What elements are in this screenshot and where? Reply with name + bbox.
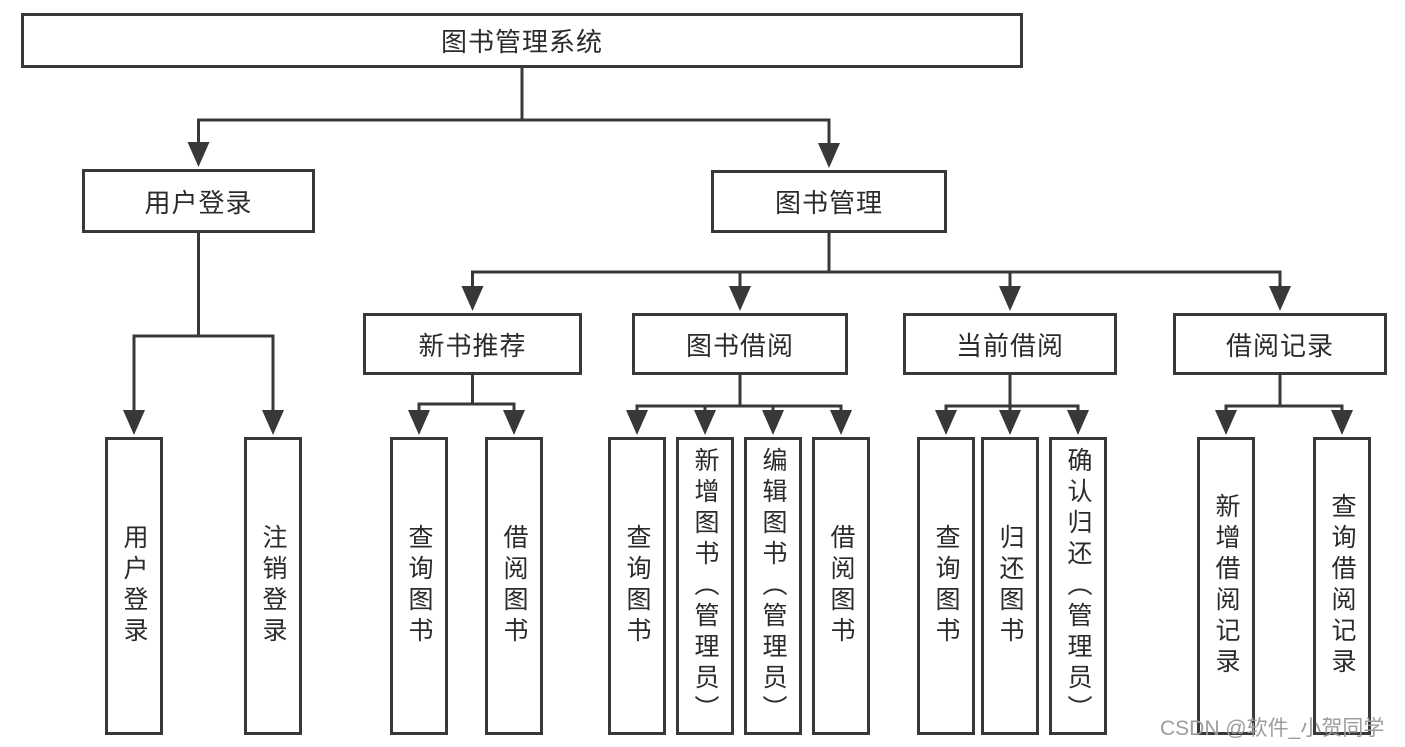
node-book-mgmt: 图书管理 bbox=[711, 170, 947, 233]
node-leaf-return-book: 归还图书 bbox=[981, 437, 1039, 735]
node-label: 借阅图书 bbox=[500, 524, 528, 648]
node-label: 新增借阅记录 bbox=[1212, 493, 1240, 679]
node-current-borrow: 当前借阅 bbox=[903, 313, 1117, 375]
arrowhead-icon bbox=[1067, 410, 1089, 435]
arrowhead-icon bbox=[461, 286, 484, 311]
arrowhead-icon bbox=[503, 410, 525, 435]
node-label: 借阅图书 bbox=[827, 524, 855, 648]
node-label: 查询图书 bbox=[623, 524, 651, 648]
node-leaf-query-book-borrow: 查询图书 bbox=[608, 437, 666, 735]
arrowhead-icon bbox=[408, 410, 430, 435]
node-label: 图书借阅 bbox=[685, 330, 794, 361]
node-label: 确认归还（管理员） bbox=[1064, 446, 1092, 726]
arrowhead-icon bbox=[830, 410, 852, 435]
node-leaf-borrow-book-rec: 借阅图书 bbox=[485, 437, 543, 735]
arrowhead-icon bbox=[123, 410, 145, 435]
node-leaf-edit-book-admin: 编辑图书（管理员） bbox=[744, 437, 802, 735]
node-book-borrow: 图书借阅 bbox=[632, 313, 848, 375]
node-leaf-borrow-book-2: 借阅图书 bbox=[812, 437, 870, 735]
node-leaf-query-borrow-record: 查询借阅记录 bbox=[1313, 437, 1371, 735]
node-root: 图书管理系统 bbox=[21, 13, 1023, 68]
arrowhead-icon bbox=[1215, 410, 1237, 435]
node-label: 借阅记录 bbox=[1225, 330, 1334, 361]
node-leaf-user-login: 用户登录 bbox=[105, 437, 163, 735]
node-label: 新增图书（管理员） bbox=[691, 446, 719, 726]
node-label: 图书管理系统 bbox=[440, 27, 603, 57]
node-leaf-query-book-rec: 查询图书 bbox=[390, 437, 448, 735]
arrowhead-icon bbox=[999, 410, 1021, 435]
node-label: 当前借阅 bbox=[955, 330, 1064, 361]
arrowhead-icon bbox=[818, 143, 840, 168]
node-label: 新书推荐 bbox=[418, 330, 527, 361]
arrowhead-icon bbox=[999, 286, 1021, 311]
arrowhead-icon bbox=[729, 286, 751, 311]
arrowhead-icon bbox=[694, 410, 716, 435]
node-label: 用户登录 bbox=[144, 187, 253, 218]
arrowhead-icon bbox=[935, 410, 957, 435]
node-label: 查询图书 bbox=[932, 524, 960, 648]
arrowhead-icon bbox=[1269, 286, 1291, 311]
node-leaf-query-book-current: 查询图书 bbox=[917, 437, 975, 735]
arrowhead-icon bbox=[262, 410, 284, 435]
node-leaf-confirm-return-admin: 确认归还（管理员） bbox=[1049, 437, 1107, 735]
node-leaf-logout: 注销登录 bbox=[244, 437, 302, 735]
watermark: CSDN @软件_小贺同学 bbox=[1160, 717, 1385, 740]
node-leaf-add-book-admin: 新增图书（管理员） bbox=[676, 437, 734, 735]
node-new-book-rec: 新书推荐 bbox=[363, 313, 582, 375]
node-borrow-record: 借阅记录 bbox=[1173, 313, 1387, 375]
node-label: 查询图书 bbox=[405, 524, 433, 648]
node-label: 注销登录 bbox=[259, 524, 287, 648]
arrowhead-icon bbox=[1331, 410, 1353, 435]
node-user-login: 用户登录 bbox=[82, 169, 315, 233]
node-label: 归还图书 bbox=[996, 524, 1024, 648]
arrowhead-icon bbox=[762, 410, 784, 435]
node-label: 图书管理 bbox=[774, 188, 883, 218]
node-label: 用户登录 bbox=[120, 524, 148, 648]
arrowhead-icon bbox=[187, 142, 210, 167]
node-label: 查询借阅记录 bbox=[1328, 493, 1356, 679]
node-leaf-add-borrow-record: 新增借阅记录 bbox=[1197, 437, 1255, 735]
arrowhead-icon bbox=[626, 410, 648, 435]
node-label: 编辑图书（管理员） bbox=[759, 446, 787, 726]
